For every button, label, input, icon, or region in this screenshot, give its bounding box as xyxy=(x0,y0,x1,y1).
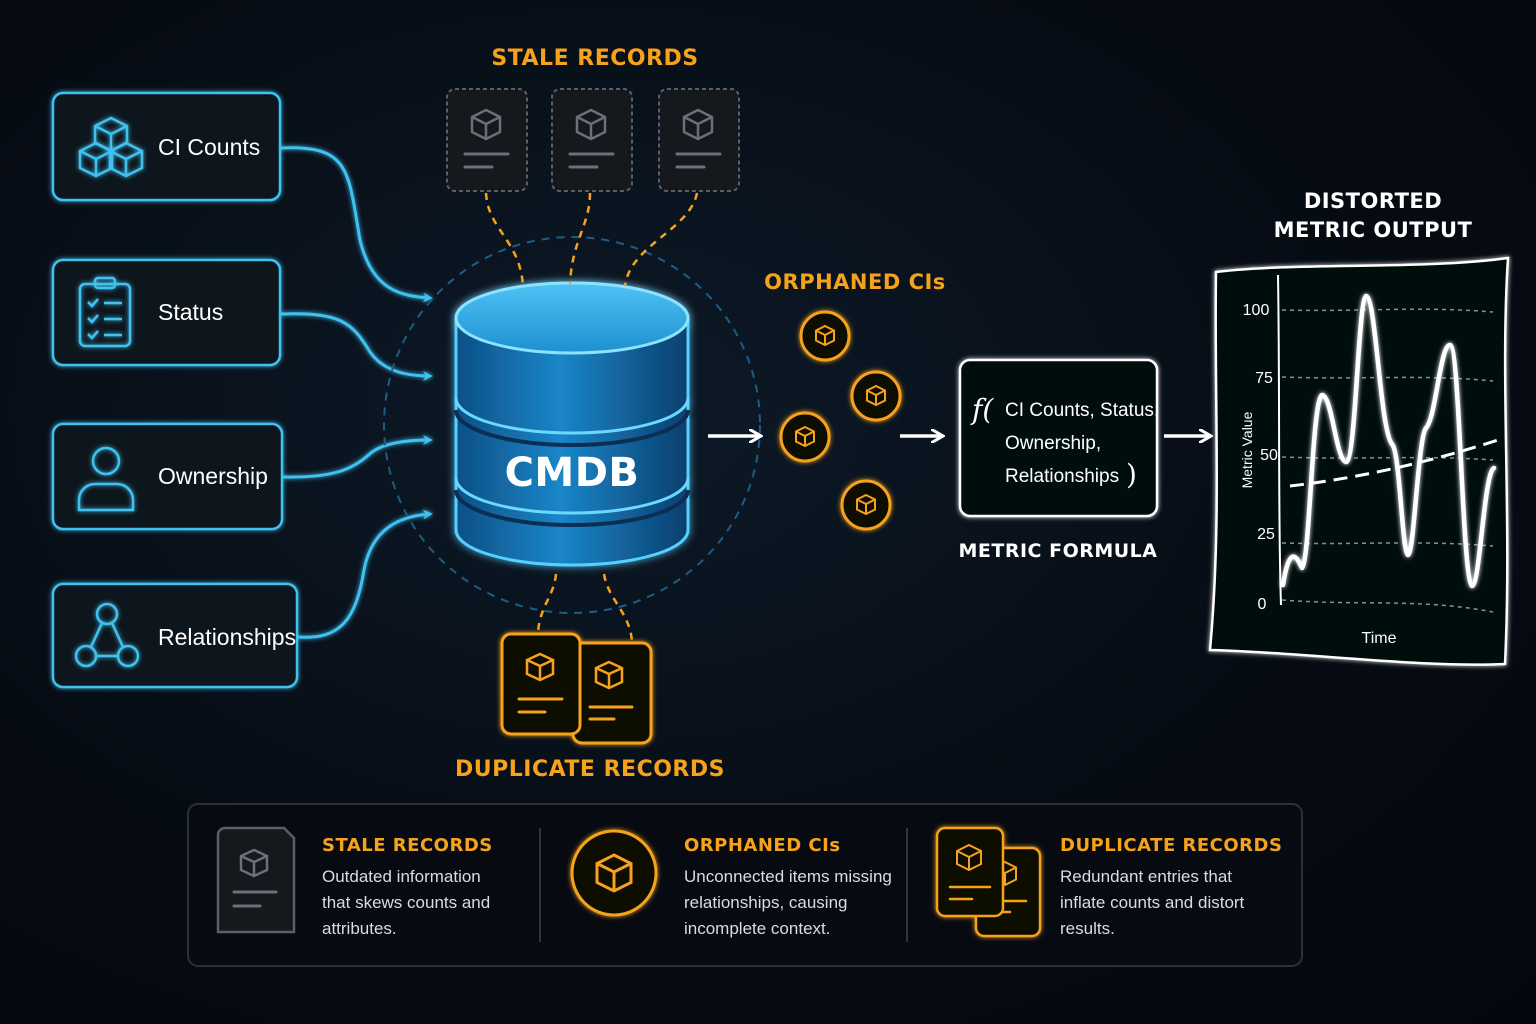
trend-dashed-line xyxy=(1289,438,1499,488)
user-icon xyxy=(77,446,135,512)
output-title-line-2: METRIC OUTPUT xyxy=(1274,218,1473,242)
legend-stale-desc-2: that skews counts and xyxy=(322,893,490,912)
metric-formula-box: f( CI Counts, Status, Ownership, Relatio… xyxy=(958,358,1159,518)
y-tick-25: 25 xyxy=(1257,526,1275,543)
legend-orphaned-desc-1: Unconnected items missing xyxy=(684,867,892,886)
legend-orphaned-desc-3: incomplete context. xyxy=(684,919,830,938)
stale-records-title: STALE RECORDS xyxy=(491,46,698,71)
y-tick-0: 0 xyxy=(1258,596,1267,613)
formula-suffix: ) xyxy=(1126,458,1137,491)
output-title-line-1: DISTORTED xyxy=(1304,189,1442,213)
cubes-icon xyxy=(78,116,144,178)
duplicate-docs-icon xyxy=(935,826,1042,938)
clipboard-checklist-icon xyxy=(78,276,132,348)
network-nodes-icon xyxy=(74,602,140,668)
formula-prefix: f( xyxy=(970,393,994,426)
legend-stale-title: STALE RECORDS xyxy=(322,835,493,856)
legend-panel: STALE RECORDS Outdated information that … xyxy=(187,803,1303,967)
formula-line-3: Relationships xyxy=(1005,466,1119,487)
input-relationships: Relationships xyxy=(51,582,299,689)
input-ci-counts: CI Counts xyxy=(51,91,282,202)
distorted-metric-chart: 100 75 50 25 0 Metric Value Time xyxy=(1208,256,1510,666)
distorted-series-line xyxy=(1280,293,1497,589)
duplicate-records-icon xyxy=(500,632,653,745)
legend-orphaned-desc-2: relationships, causing xyxy=(684,893,847,912)
y-tick-50: 50 xyxy=(1260,447,1278,464)
duplicate-connectors xyxy=(536,573,634,643)
x-axis-label: Time xyxy=(1362,630,1397,647)
input-label: Status xyxy=(158,299,223,325)
legend-duplicate-desc-3: results. xyxy=(1060,919,1115,938)
orphaned-ci-icons xyxy=(779,310,902,531)
y-tick-75: 75 xyxy=(1255,370,1273,387)
input-label: Relationships xyxy=(158,624,296,650)
stale-doc-icon xyxy=(216,826,296,934)
legend-duplicate-title: DUPLICATE RECORDS xyxy=(1060,835,1282,856)
orphaned-ci-4 xyxy=(840,479,892,531)
input-status: Status xyxy=(51,258,282,367)
input-ownership: Ownership xyxy=(51,422,284,531)
y-tick-100: 100 xyxy=(1243,302,1270,319)
y-axis-label: Metric Value xyxy=(1239,411,1255,488)
stale-connectors xyxy=(484,192,699,287)
orphaned-cis-title: ORPHANED CIs xyxy=(764,270,946,294)
cmdb-halo xyxy=(383,236,761,614)
metric-formula-caption: METRIC FORMULA xyxy=(958,540,1157,562)
stale-record-card-3 xyxy=(658,88,740,192)
formula-line-2: Ownership, xyxy=(1005,433,1101,454)
orphaned-ci-3 xyxy=(779,411,831,463)
input-label: CI Counts xyxy=(158,134,260,160)
cmdb-database-icon xyxy=(454,281,690,567)
orphaned-ci-1 xyxy=(799,310,851,362)
orphan-circle-icon xyxy=(570,829,658,917)
legend-duplicate-desc-1: Redundant entries that xyxy=(1060,867,1232,886)
input-connectors xyxy=(280,146,433,639)
input-label: Ownership xyxy=(158,463,268,489)
legend-stale-desc-3: attributes. xyxy=(322,919,397,938)
stale-record-card-2 xyxy=(551,88,633,192)
cmdb-label: CMDB xyxy=(505,450,640,496)
formula-line-1: CI Counts, Status, xyxy=(1005,400,1159,421)
orphaned-ci-2 xyxy=(850,370,902,422)
legend-orphaned-title: ORPHANED CIs xyxy=(684,835,841,856)
legend-stale-desc-1: Outdated information xyxy=(322,867,481,886)
stale-record-card-1 xyxy=(446,88,528,192)
duplicate-records-title: DUPLICATE RECORDS xyxy=(455,757,725,782)
legend-duplicate-desc-2: inflate counts and distort xyxy=(1060,893,1245,912)
